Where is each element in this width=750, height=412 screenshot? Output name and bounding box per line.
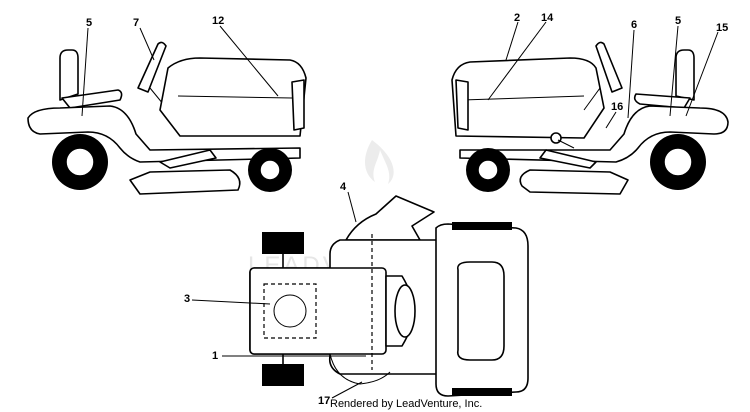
callout-1: 1 [212, 350, 218, 362]
callout-12: 12 [212, 15, 224, 27]
mower-deck-left [129, 169, 241, 195]
callouts: 5 7 12 2 14 6 5 15 16 4 3 1 17 [86, 12, 728, 407]
credit-text: Rendered by LeadVenture, Inc. [330, 398, 482, 410]
rear-wheel-top-lower [262, 364, 304, 386]
callout-3: 3 [184, 293, 190, 305]
callout-4: 4 [340, 181, 347, 193]
callout-16: 16 [611, 101, 623, 113]
front-bumper-lower [452, 388, 512, 396]
tractor-top-view [249, 195, 529, 397]
seat-right [675, 49, 695, 101]
callout-17: 17 [318, 395, 330, 407]
hood-panel-top [456, 261, 505, 361]
front-bumper-upper [452, 222, 512, 230]
callout-6: 6 [631, 19, 637, 31]
mower-deck-right [519, 169, 629, 195]
callout-14: 14 [541, 12, 554, 24]
body-right [459, 105, 729, 163]
body-left [27, 105, 301, 163]
flame-logo-icon [364, 140, 394, 184]
tractor-right-side-view [451, 41, 729, 195]
callout-5-left: 5 [86, 17, 92, 29]
rear-wheel-top-upper [262, 232, 304, 254]
decal-outline [263, 283, 317, 339]
steering-wheel-right [595, 41, 623, 93]
callout-2: 2 [514, 12, 520, 24]
callout-7: 7 [133, 17, 139, 29]
steering-wheel-left [137, 41, 167, 93]
leader-lines [81, 21, 719, 399]
tractor-left-side-view [27, 41, 307, 195]
callout-15: 15 [716, 22, 728, 34]
seat-top [394, 284, 416, 338]
callout-5-right: 5 [675, 15, 681, 27]
seat-left [59, 49, 79, 101]
discharge-chute [345, 195, 435, 241]
